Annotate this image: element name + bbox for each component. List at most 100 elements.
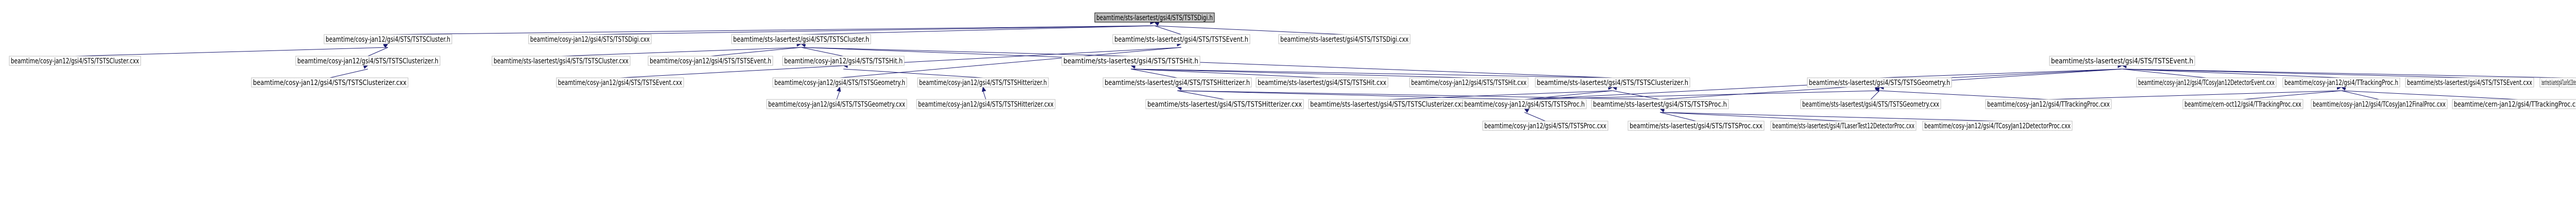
edge-line <box>710 47 802 57</box>
file-node[interactable]: beamtime/cosy-jan12/gsi4/STS/TSTSGeometr… <box>766 99 907 109</box>
file-node[interactable]: beamtime/sts-lasertest/gsi4/STS/TSTSClus… <box>1308 99 1467 109</box>
edge-line <box>836 90 840 100</box>
edge-line <box>1612 90 1660 100</box>
file-node[interactable]: beamtime/cosy-jan12/gsi4/TCosyJan12Detec… <box>2136 77 2277 88</box>
file-node[interactable]: beamtime/cosy-jan12/gsi4/TCosyJan12Final… <box>2311 99 2448 109</box>
edge-line <box>387 25 1155 35</box>
dependency-edge <box>1176 85 1525 100</box>
file-node[interactable]: beamtime/sts-lasertest/gsi4/STS/TSTSClus… <box>731 34 871 44</box>
node-label: beamtime/cern-oct12/gsi4/TTrackingProc.c… <box>2184 100 2301 109</box>
node-box <box>528 34 652 44</box>
edge-line <box>2122 69 2342 78</box>
node-label: beamtime/cosy-jan12/gsi4/STS/TSTSProc.h <box>1464 100 1585 109</box>
file-node[interactable]: beamtime/cosy-jan12/gsi4/STS/TSTSHit.h <box>782 56 905 66</box>
file-node[interactable]: beamtime/cosy-jan12/gsi4/STS/TSTSProc.cx… <box>1482 121 1608 131</box>
dependency-edge <box>1154 20 1345 35</box>
file-node[interactable]: beamtime/cosy-jan12/gsi4/STS/TSTSEvent.h <box>648 56 773 66</box>
dependency-edge <box>2243 85 2342 100</box>
file-node[interactable]: beamtime/cosy-jan12/gsi4/STS/TSTSCluster… <box>251 77 409 88</box>
edge-line <box>843 69 984 78</box>
edge-line <box>839 47 1182 78</box>
file-node[interactable]: beamtime/sts-lasertest/gsi4/STS/TSTSGeom… <box>1807 77 1952 88</box>
file-node[interactable]: beamtime/cosy-jan12/gsi4/STS/TSTSCluster… <box>295 56 440 66</box>
file-node[interactable]: beamtime/cosy-jan12/gsi4/TTrackingProc.c… <box>1985 99 2112 109</box>
file-node[interactable]: beamtime/cosy-jan12/gsi4/STS/TSTSHitteri… <box>917 77 1049 88</box>
file-node[interactable]: beamtime/sts-lasertest/gsi4/STS/TSTSGeom… <box>1800 99 1941 109</box>
file-node[interactable]: beamtime/sts-lasertest/gsi4/STS/TSTSHit.… <box>1061 56 1200 66</box>
edge-line <box>329 69 368 78</box>
edge-line <box>1154 25 1345 35</box>
file-node[interactable]: beamtime/sts-lasertest/gsi4/STS/TSTSEven… <box>2405 77 2534 88</box>
node-label: beamtime/cosy-jan12/gsi4/STS/TSTSHitteri… <box>919 79 1047 87</box>
edge-line <box>2048 90 2342 100</box>
file-node[interactable]: beamtime/sts-lasertest/gsi4/STS/TSTSProc… <box>1591 99 1729 109</box>
node-label: beamtime/cosy-jan12/gsi4/STS/TSTSCluster… <box>11 57 139 65</box>
edge-line <box>1387 90 1613 100</box>
node-label: beamtime/sts-lasertest/gsi4/TLaserTest12… <box>1772 122 1914 130</box>
node-label: beamtime/cosy-jan12/gsi4/STS/TSTSHitteri… <box>918 100 1054 109</box>
file-node[interactable]: beamtime/cosy-jan12/gsi4/STS/TSTSHitteri… <box>916 99 1056 109</box>
file-node[interactable]: beamtime/sts-lasertest/gsi4/STS/TSTSEven… <box>2049 56 2195 66</box>
node-label: beamtime/sts-lasertest/gsi4/STS/TSTSProc… <box>1593 100 1727 109</box>
file-node[interactable]: beamtime/cosy-jan12/gsi4/STS/TSTSHit.cxx <box>1409 77 1529 88</box>
edge-line <box>2243 90 2342 100</box>
node-box <box>1807 77 1952 88</box>
node-label: beamtime/sts-lasertest/gsi4/TLaserTest12… <box>2541 79 2576 87</box>
file-node[interactable]: beamtime/sts-lasertest/gsi4/STS/TSTSHitt… <box>1103 77 1252 88</box>
node-label: beamtime/sts-lasertest/gsi4/STS/TSTSHit.… <box>1063 57 1198 65</box>
file-node[interactable]: beamtime/cosy-jan12/gsi4/TCosyJan12Detec… <box>1922 121 2073 131</box>
file-node[interactable]: beamtime/cern-jan12/gsi4/TTrackingProc.c… <box>2452 99 2576 109</box>
node-box <box>1591 99 1729 109</box>
file-node[interactable]: beamtime/sts-lasertest/gsi4/STS/TSTSProc… <box>1628 121 1765 131</box>
arrowhead-icon <box>981 86 987 92</box>
node-label: beamtime/sts-lasertest/gsi4/STS/TSTSProc… <box>1630 122 1762 130</box>
node-label: beamtime/sts-lasertest/gsi4/STS/TSTSEven… <box>2407 79 2532 87</box>
dependency-edge <box>589 20 1156 35</box>
edge-line <box>1130 69 1323 78</box>
node-label: beamtime/cosy-jan12/gsi4/TCosyJan12Final… <box>2313 100 2446 109</box>
node-label: beamtime/cosy-jan12/gsi4/TCosyJan12Detec… <box>2138 79 2275 87</box>
root-file-node[interactable]: beamtime/sts-lasertest/gsi4/STS/TSTSDigi… <box>1094 12 1215 23</box>
file-node[interactable]: beamtime/cosy-jan12/gsi4/TTrackingProc.h <box>2282 77 2400 88</box>
file-node[interactable]: beamtime/cosy-jan12/gsi4/STS/TSTSCluster… <box>324 34 452 44</box>
dependency-edge <box>836 86 841 100</box>
dependency-edge <box>367 43 389 57</box>
edge-line <box>801 47 1613 78</box>
edge-line <box>1659 112 1844 122</box>
edge-line <box>75 47 388 57</box>
file-node[interactable]: beamtime/sts-lasertest/gsi4/STS/TSTSEven… <box>1112 34 1250 44</box>
file-node[interactable]: beamtime/sts-lasertest/gsi4/TLaserTest12… <box>1770 121 1917 131</box>
dependency-edge <box>1524 85 1880 100</box>
dependency-edge <box>1659 108 1697 122</box>
node-label: beamtime/sts-lasertest/gsi4/STS/TSTSGeom… <box>1809 79 1950 87</box>
node-box <box>766 99 907 109</box>
edge-line <box>1524 90 1613 100</box>
node-label: beamtime/sts-lasertest/gsi4/STS/TSTSHitt… <box>1147 100 1302 109</box>
file-node[interactable]: beamtime/sts-lasertest/gsi4/STS/TSTSDigi… <box>1278 34 1411 44</box>
node-label: beamtime/cosy-jan12/gsi4/TTrackingProc.c… <box>1987 100 2110 109</box>
node-box <box>1800 99 1941 109</box>
node-box <box>1770 121 1917 131</box>
dependency-edge <box>2121 63 2470 78</box>
file-node[interactable]: beamtime/cosy-jan12/gsi4/STS/TSTSDigi.cx… <box>528 34 652 44</box>
node-label: beamtime/cosy-jan12/gsi4/STS/TSTSGeometr… <box>774 79 905 87</box>
dependency-edge <box>801 20 1156 35</box>
file-node[interactable]: beamtime/sts-lasertest/gsi4/STS/TSTSClus… <box>492 56 631 66</box>
file-node[interactable]: beamtime/sts-lasertest/gsi4/STS/TSTSHitt… <box>1145 99 1304 109</box>
dependency-edge <box>561 42 802 57</box>
node-label: beamtime/sts-lasertest/gsi4/STS/TSTSDigi… <box>1096 14 1213 22</box>
file-node[interactable]: beamtime/cosy-jan12/gsi4/STS/TSTSProc.h <box>1462 99 1587 109</box>
file-node[interactable]: beamtime/cosy-jan12/gsi4/STS/TSTSEvent.c… <box>556 77 684 88</box>
node-label: beamtime/sts-lasertest/gsi4/STS/TSTSClus… <box>494 57 629 65</box>
edge-line <box>367 47 388 57</box>
file-node[interactable]: beamtime/cosy-jan12/gsi4/STS/TSTSGeometr… <box>772 77 907 88</box>
file-node[interactable]: beamtime/sts-lasertest/gsi4/STS/TSTSClus… <box>1535 77 1690 88</box>
node-label: beamtime/sts-lasertest/gsi4/STS/TSTSDigi… <box>1280 36 1409 44</box>
node-box <box>2539 77 2576 88</box>
file-node[interactable]: beamtime/cern-oct12/gsi4/TTrackingProc.c… <box>2182 99 2303 109</box>
file-node[interactable]: beamtime/sts-lasertest/gsi4/STS/TSTSHit.… <box>1256 77 1388 88</box>
file-node[interactable]: beamtime/cosy-jan12/gsi4/STS/TSTSCluster… <box>9 56 141 66</box>
edge-line <box>1130 69 1613 78</box>
node-box <box>492 56 631 66</box>
file-node[interactable]: beamtime/sts-lasertest/gsi4/TLaserTest12… <box>2539 77 2576 88</box>
